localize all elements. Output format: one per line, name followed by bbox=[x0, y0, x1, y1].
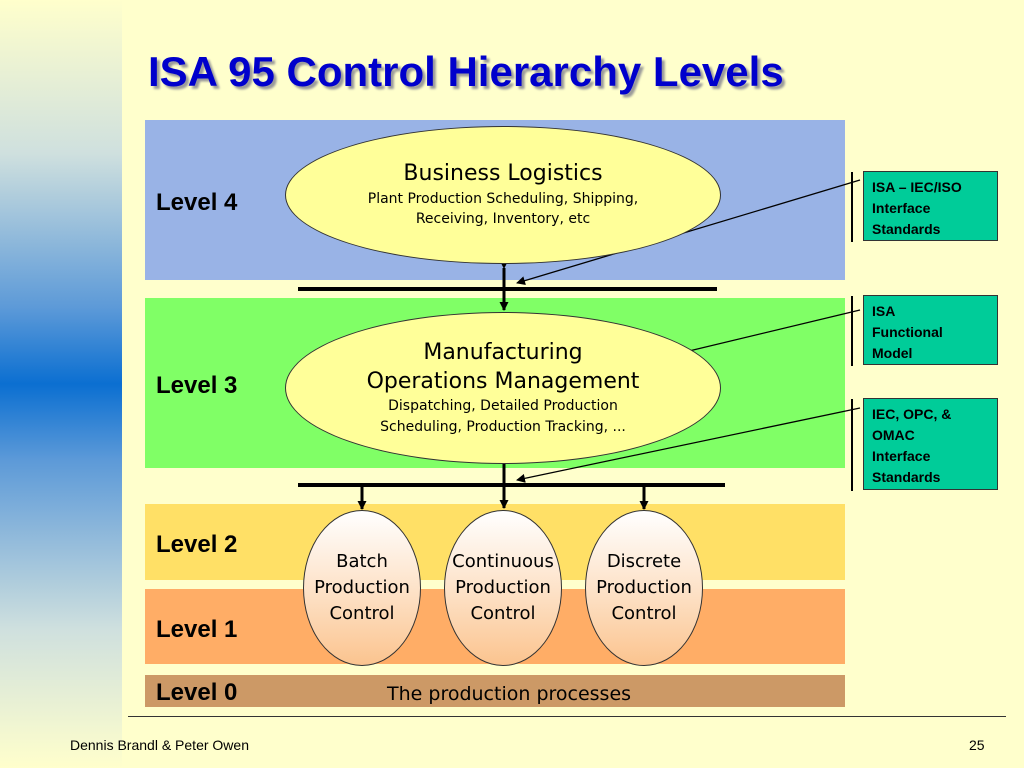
iso-standards-pointer bbox=[516, 179, 861, 286]
batch-line-2: Production bbox=[314, 576, 410, 598]
page-title: ISA 95 Control Hierarchy Levels bbox=[148, 48, 784, 95]
left-gradient-bar bbox=[0, 0, 122, 768]
business-logistics-sub-1: Plant Production Scheduling, Shipping, bbox=[367, 191, 639, 207]
opc-box-line-2: OMAC bbox=[872, 427, 915, 443]
footer-divider bbox=[128, 716, 1006, 717]
continuous-control-circle: Continuous Production Control bbox=[444, 510, 562, 666]
footer-authors: Dennis Brandl & Peter Owen bbox=[70, 737, 249, 753]
functional-box-line-1: ISA bbox=[872, 303, 896, 319]
functional-model-bracket bbox=[851, 296, 853, 366]
opc-box-line-4: Standards bbox=[872, 469, 941, 485]
isa-functional-model-box: ISA Functional Model bbox=[863, 295, 998, 365]
iso-box-line-2: Interface bbox=[872, 200, 931, 216]
opc-box-line-3: Interface bbox=[872, 448, 931, 464]
level-1-label: Level 1 bbox=[156, 616, 238, 643]
business-logistics-title: Business Logistics bbox=[403, 161, 603, 187]
batch-line-1: Batch bbox=[336, 550, 388, 572]
mom-sub-2: Scheduling, Production Tracking, ... bbox=[380, 418, 626, 435]
mom-ellipse: Manufacturing Operations Management Disp… bbox=[285, 312, 721, 464]
functional-box-line-2: Functional bbox=[872, 324, 943, 340]
level-2-3-divider bbox=[298, 483, 725, 487]
level-3-label: Level 3 bbox=[156, 372, 238, 399]
functional-box-line-3: Model bbox=[872, 345, 913, 361]
opc-omac-bracket bbox=[851, 399, 853, 491]
opc-box-line-1: IEC, OPC, & bbox=[872, 406, 952, 422]
discrete-line-3: Control bbox=[611, 603, 677, 625]
iec-opc-omac-box: IEC, OPC, & OMAC Interface Standards bbox=[863, 398, 998, 490]
discrete-control-circle: Discrete Production Control bbox=[585, 510, 703, 666]
opc-omac-pointer bbox=[516, 407, 861, 483]
level-0-band bbox=[145, 675, 845, 707]
discrete-line-1: Discrete bbox=[606, 550, 682, 572]
continuous-line-1: Continuous bbox=[452, 550, 554, 572]
continuous-line-3: Control bbox=[470, 603, 536, 625]
level-2-label: Level 2 bbox=[156, 531, 238, 558]
batch-control-circle: Batch Production Control bbox=[303, 510, 421, 666]
mom-title-2: Operations Management bbox=[366, 368, 640, 394]
production-processes-text: The production processes bbox=[387, 683, 632, 705]
discrete-line-2: Production bbox=[596, 576, 692, 598]
page-number: 25 bbox=[969, 737, 985, 753]
iso-box-line-3: Standards bbox=[872, 221, 941, 237]
iso-box-line-1: ISA – IEC/ISO bbox=[872, 179, 962, 195]
continuous-line-2: Production bbox=[455, 576, 551, 598]
mom-title-1: Manufacturing bbox=[423, 340, 583, 366]
business-logistics-sub-2: Receiving, Inventory, etc bbox=[415, 211, 591, 228]
iso-iec-standards-box: ISA – IEC/ISO Interface Standards bbox=[863, 171, 998, 241]
iso-standards-bracket bbox=[851, 172, 853, 242]
business-logistics-ellipse: Business Logistics Plant Production Sche… bbox=[285, 126, 721, 264]
level-0-label: Level 0 bbox=[156, 679, 238, 706]
batch-line-3: Control bbox=[329, 603, 395, 625]
mom-sub-1: Dispatching, Detailed Production bbox=[388, 398, 618, 415]
functional-model-pointer bbox=[663, 309, 861, 360]
level-4-label: Level 4 bbox=[156, 189, 238, 216]
